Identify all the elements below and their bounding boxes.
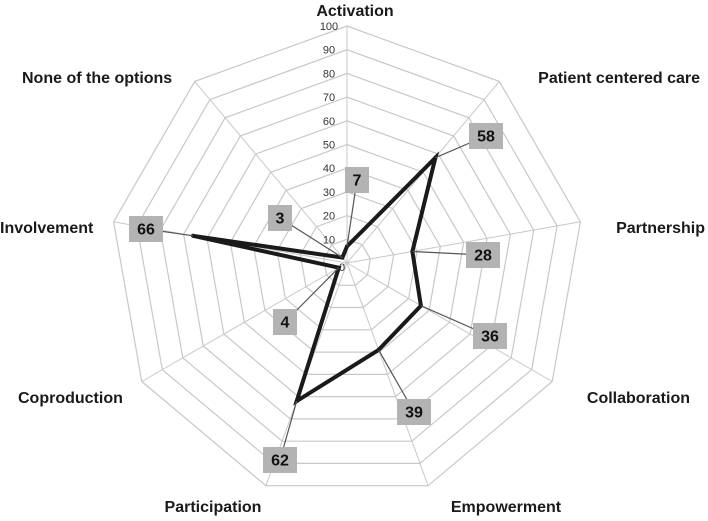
data-label-box: [466, 242, 500, 268]
axis-label: Partnership: [616, 220, 705, 237]
tick-label: 10: [323, 234, 335, 246]
data-label: 66: [137, 222, 155, 239]
data-label-box: [268, 205, 292, 231]
data-label-box: [397, 399, 431, 425]
grid-ring: [159, 72, 535, 442]
grid-spoke: [346, 221, 581, 264]
axis-label: Empowerment: [451, 499, 562, 516]
data-label-leaders: [145, 135, 491, 461]
data-label: 62: [271, 453, 289, 470]
data-label: 39: [405, 405, 423, 422]
axis-label: Participation: [165, 499, 262, 516]
radar-grid: [112, 25, 582, 487]
axis-label: Collaboration: [587, 390, 690, 407]
grid-ring: [299, 214, 395, 309]
series-line: [192, 151, 440, 406]
axis-label: Activation: [316, 3, 393, 20]
tick-label: 40: [323, 163, 335, 175]
tick-label: 30: [323, 187, 335, 199]
grid-spoke: [141, 262, 348, 382]
tick-label: 90: [323, 45, 335, 57]
data-label-box: [129, 216, 163, 242]
grid-ring: [229, 143, 465, 375]
grid-spoke: [346, 262, 429, 486]
axis-label: Patient centered care: [538, 70, 700, 87]
data-label: 58: [477, 129, 495, 146]
grid-spoke: [194, 81, 348, 264]
axis-label: None of the options: [22, 70, 172, 87]
grid-ring: [136, 49, 558, 464]
data-label-box: [273, 309, 297, 335]
axis-label: Involvement: [0, 220, 94, 237]
tick-label: 50: [323, 140, 335, 152]
tick-label: 70: [323, 92, 335, 104]
tick-label: 20: [323, 211, 335, 223]
data-label: 28: [474, 248, 492, 265]
axis-label: Coproduction: [18, 390, 123, 407]
radial-tick-labels: 10 20 30 40 50 60 70 80 90 100 0: [320, 21, 345, 274]
tick-label: 60: [323, 116, 335, 128]
data-label: 4: [281, 315, 290, 332]
data-label-box: [345, 167, 369, 193]
grid-ring: [112, 25, 582, 487]
grid-ring: [182, 96, 512, 420]
grid-ring: [206, 120, 488, 398]
data-labels: 7 58 28 36 39 62 4 66 3: [129, 123, 507, 473]
data-label-box: [469, 123, 503, 149]
data-label-box: [263, 447, 297, 473]
grid-ring: [323, 238, 371, 286]
data-label: 3: [276, 211, 285, 228]
grid-spoke: [346, 262, 553, 382]
tick-label: 100: [320, 21, 338, 33]
tick-label-zero: 0: [339, 262, 345, 274]
tick-label: 80: [323, 68, 335, 80]
data-label: 7: [353, 173, 362, 190]
data-label: 36: [481, 329, 499, 346]
data-label-box: [473, 323, 507, 349]
